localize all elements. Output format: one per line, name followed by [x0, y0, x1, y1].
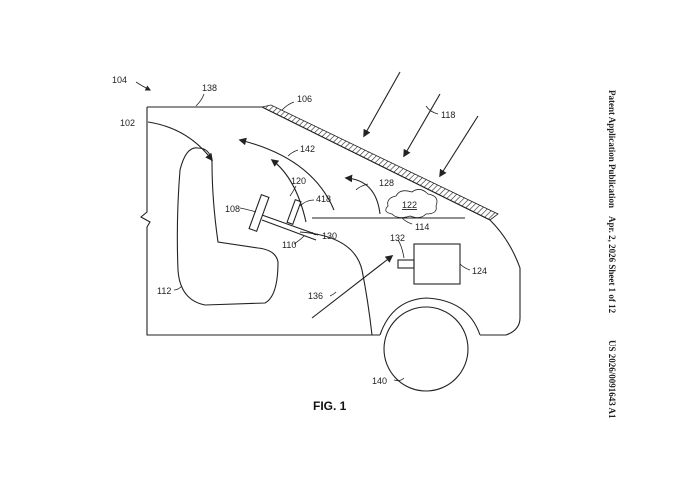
label-122: 122 [402, 200, 417, 210]
steering-assembly [248, 194, 319, 241]
label-114: 114 [415, 222, 429, 232]
figure-caption: FIG. 1 [313, 399, 347, 413]
label-110: 110 [282, 240, 296, 250]
label-130: 130 [322, 231, 337, 241]
airflow-arrow-142 [238, 137, 335, 211]
module-124 [413, 243, 461, 285]
airflow-arrow-102 [147, 121, 213, 162]
label-138: 138 [202, 83, 217, 93]
vehicle-body [140, 106, 521, 336]
label-108: 108 [225, 204, 240, 214]
sunlight-arrows [363, 71, 479, 178]
label-418: 418 [316, 194, 331, 204]
seat [176, 147, 279, 306]
header-line-2: Apr. 2, 2026 Sheet 1 of 12 [607, 216, 617, 314]
airflow-arrow-136 [311, 255, 394, 319]
label-102: 102 [120, 118, 135, 128]
dashboard-curve [299, 231, 373, 336]
publication-header: Patent Application Publication Apr. 2, 2… [607, 90, 617, 419]
leader-lines [135, 81, 471, 382]
windshield [260, 104, 499, 221]
airflow-arrow-120 [270, 159, 307, 223]
label-104: 104 [112, 75, 127, 85]
label-142: 142 [300, 144, 315, 154]
label-120: 120 [291, 176, 306, 186]
label-112: 112 [157, 286, 171, 296]
label-140: 140 [372, 376, 387, 386]
label-124: 124 [472, 266, 487, 276]
wheel [383, 306, 469, 392]
label-128: 128 [379, 178, 394, 188]
label-118: 118 [441, 110, 455, 120]
label-132: 132 [390, 233, 405, 243]
airflow-arrow-128 [344, 174, 381, 215]
cloud-122 [385, 189, 438, 218]
label-136: 136 [308, 291, 323, 301]
label-106: 106 [297, 94, 312, 104]
header-line-3: US 2026/0091643 A1 [607, 340, 617, 419]
header-line-1: Patent Application Publication [607, 90, 617, 208]
component-132 [397, 259, 415, 269]
